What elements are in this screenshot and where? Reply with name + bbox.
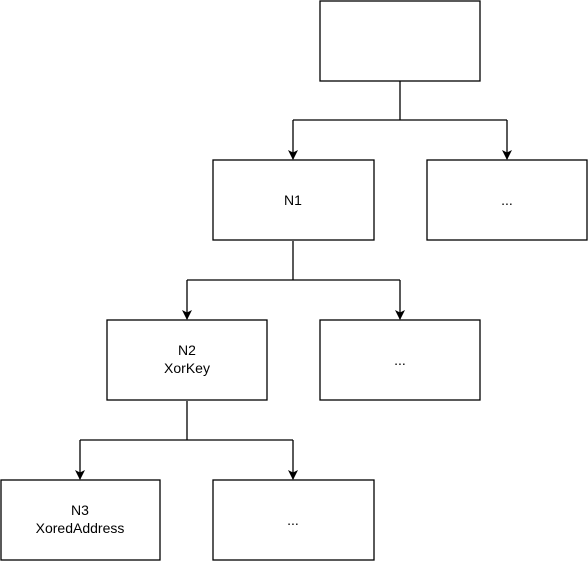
node-n2-sibling: ... (319, 319, 481, 401)
node-n2: N2 XorKey (106, 319, 268, 401)
node-n3-sibling: ... (212, 479, 375, 561)
edge-root-children (288, 81, 512, 160)
node-n3-label: N3 (71, 502, 89, 518)
node-n2-label: N2 (178, 342, 196, 358)
node-n3-sublabel: XoredAddress (36, 520, 125, 536)
node-n1-label: N1 (284, 192, 302, 208)
node-n1-sibling-label: ... (501, 192, 513, 208)
edge-n2-children (75, 401, 298, 480)
node-root (319, 0, 481, 82)
node-n1: N1 (212, 159, 375, 241)
node-n3: N3 XoredAddress (0, 479, 161, 561)
edge-n1-children (182, 241, 405, 320)
node-n1-sibling: ... (426, 159, 588, 241)
node-n2-sibling-label: ... (394, 352, 406, 368)
node-n3-sibling-label: ... (287, 512, 299, 528)
node-n2-sublabel: XorKey (164, 360, 210, 376)
